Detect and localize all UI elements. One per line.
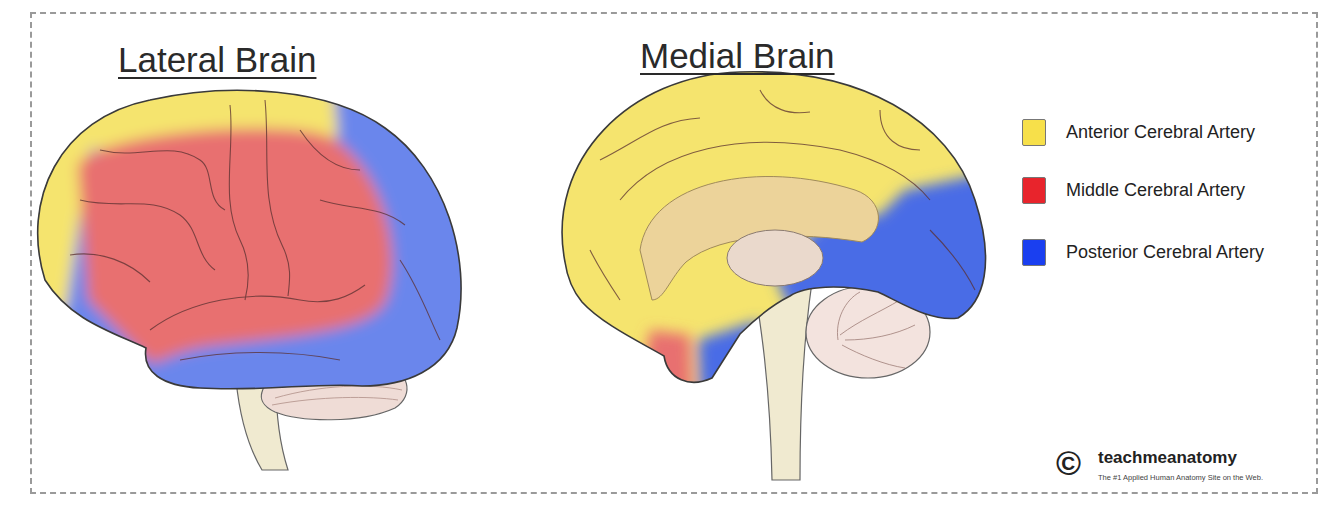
medial-territories xyxy=(540,60,1000,400)
gyri-lines xyxy=(70,100,440,360)
view-heading: Lateral Brain xyxy=(118,40,316,80)
copyright-mark: © xyxy=(1056,446,1081,480)
pca-territory xyxy=(698,320,760,395)
legend-swatch xyxy=(1022,239,1046,266)
soft-regions xyxy=(640,170,1000,395)
gyri-lines xyxy=(590,90,975,300)
watermark-brand: teachmeanatomy xyxy=(1098,448,1237,468)
medial-brain xyxy=(540,60,1000,480)
mca-territory xyxy=(78,128,392,362)
legend-text: Posterior Cerebral Artery xyxy=(1066,242,1264,263)
aca-territory xyxy=(540,60,1000,400)
soft-regions xyxy=(0,40,490,410)
cerebrum-outline xyxy=(38,90,461,389)
cerebrum-outline xyxy=(562,72,985,382)
watermark-tagline: The #1 Applied Human Anatomy Site on the… xyxy=(1098,473,1263,482)
legend-text: Middle Cerebral Artery xyxy=(1066,180,1245,201)
corpus-callosum xyxy=(640,177,878,301)
legend-text: Anterior Cerebral Artery xyxy=(1066,122,1255,143)
legend-swatch xyxy=(1022,177,1046,204)
view-heading: Medial Brain xyxy=(640,36,835,76)
lateral-territories xyxy=(0,40,490,410)
legend-swatch xyxy=(1022,119,1046,146)
thalamus xyxy=(727,230,823,286)
lateral-brain xyxy=(0,40,490,470)
